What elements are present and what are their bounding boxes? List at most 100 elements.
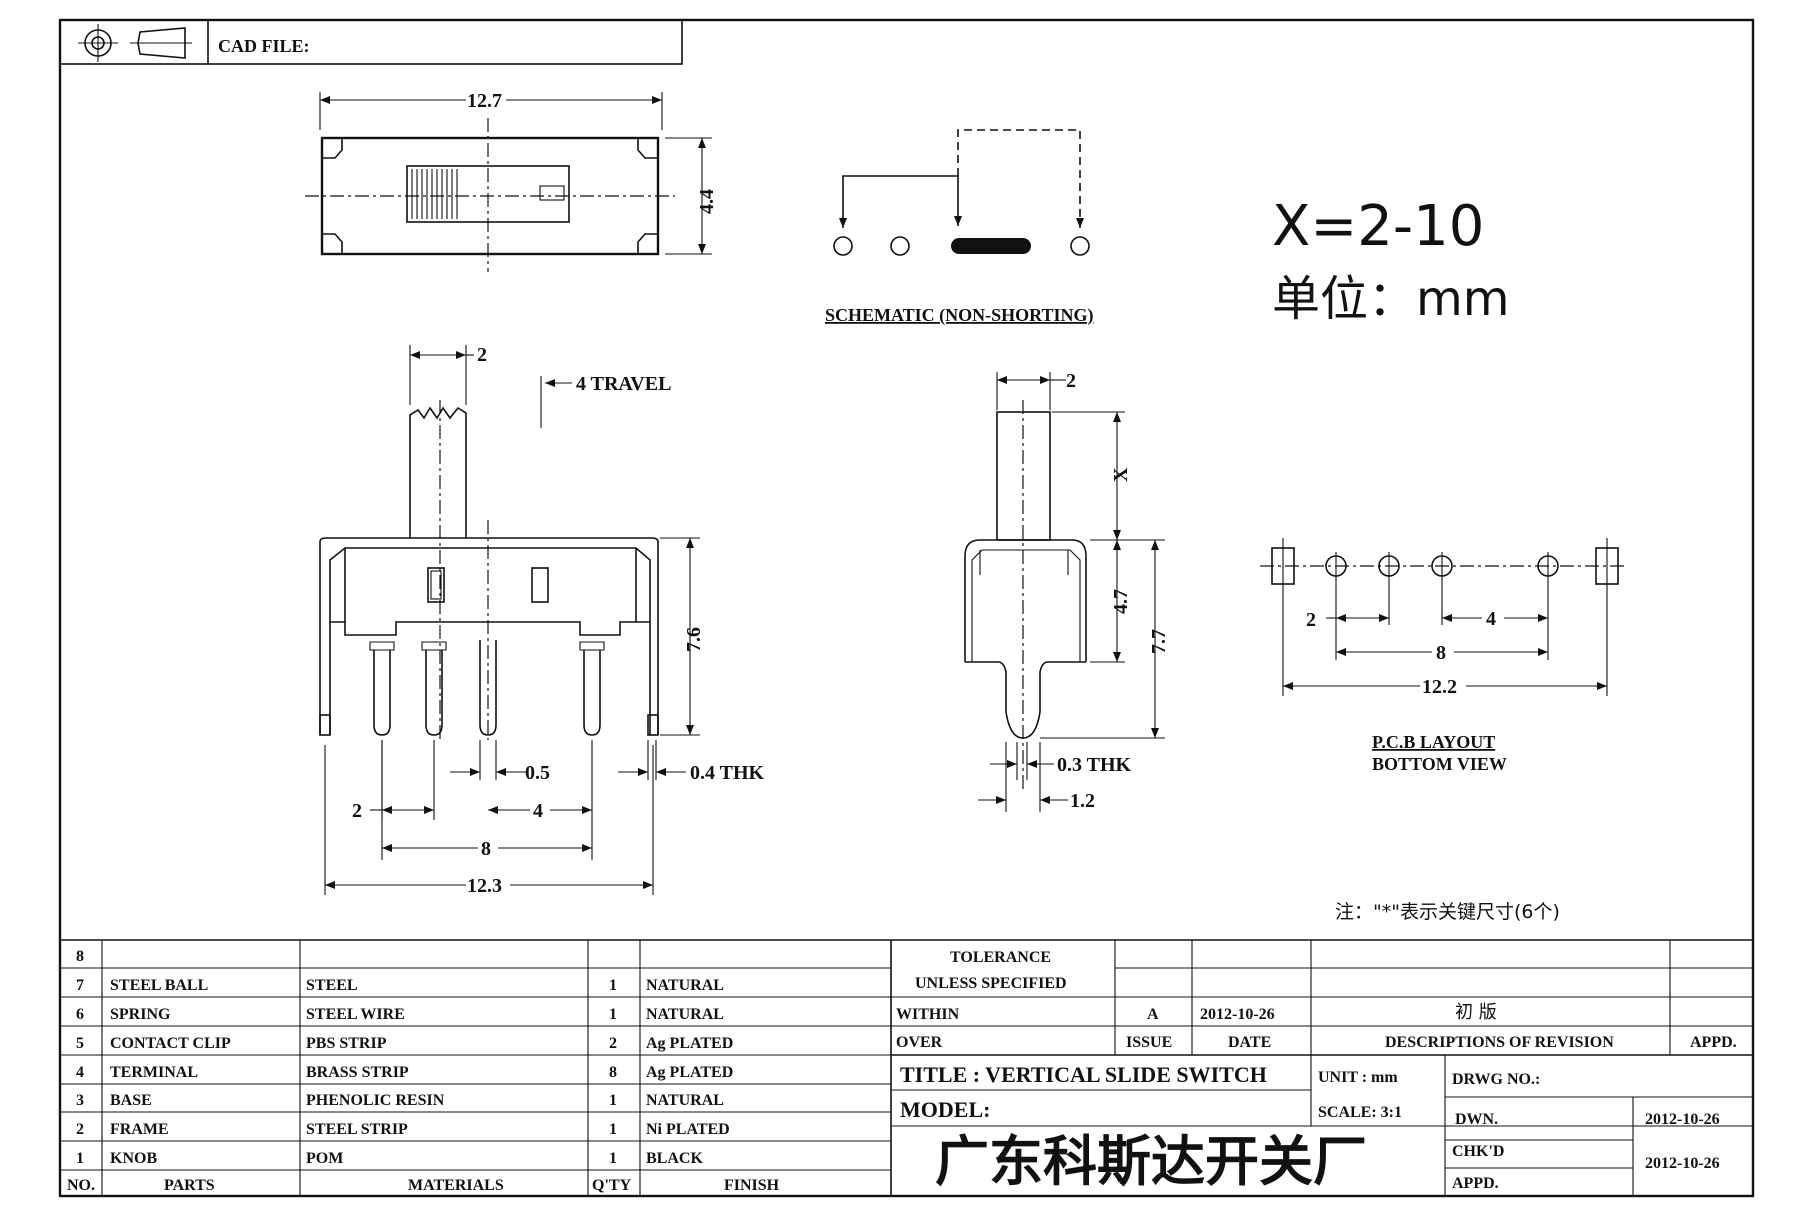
cad-file-label: CAD FILE: (218, 36, 310, 56)
chkd-label: CHK'D (1452, 1143, 1504, 1160)
bom-no: 4 (76, 1064, 84, 1081)
model-label: MODEL: (900, 1097, 990, 1122)
scale-label: SCALE: 3:1 (1318, 1104, 1402, 1121)
front-view: 2 4 TRAVEL 7.6 (319, 344, 765, 897)
bom-col-no: NO. (67, 1177, 95, 1194)
front-pins (369, 640, 605, 736)
pcb-dim-12-2: 12.2 (1422, 676, 1457, 698)
bom-part: STEEL BALL (110, 977, 208, 994)
table-row: 4 TERMINAL BRASS STRIP 8 Ag PLATED (76, 1064, 733, 1081)
bom-material: STEEL (306, 977, 358, 994)
bom-no: 2 (76, 1121, 84, 1138)
front-span8-dim: 8 (481, 838, 491, 860)
table-row: 8 (76, 948, 84, 965)
title-block: TOLERANCE UNLESS SPECIFIED WITHIN OVER A… (896, 949, 1737, 1193)
bom-part: FRAME (110, 1121, 169, 1138)
bom-part: BASE (110, 1092, 152, 1109)
drwg-no-label: DRWG NO.: (1452, 1071, 1540, 1088)
front-actuator-dim: 2 (477, 344, 487, 366)
pcb-dim-2: 2 (1306, 609, 1316, 631)
bom-qty: 1 (609, 1121, 617, 1138)
front-overall-dim: 12.3 (467, 875, 502, 897)
table-row: 2 FRAME STEEL STRIP 1 Ni PLATED (76, 1121, 730, 1138)
key-dims-note: 注："*"表示关键尺寸(6个) (1335, 901, 1560, 923)
within-label: WITHIN (896, 1006, 960, 1023)
bom-qty: 2 (609, 1035, 617, 1052)
header-box: CAD FILE: (59, 19, 683, 65)
pcb-dim-4: 4 (1486, 608, 1496, 630)
bom-col-parts: PARTS (164, 1177, 215, 1194)
pcb-subtitle: BOTTOM VIEW (1372, 754, 1507, 774)
bom-no: 3 (76, 1092, 84, 1109)
bom-col-qty: Q'TY (592, 1177, 632, 1194)
appd2-label: APPD. (1452, 1175, 1499, 1192)
company-name: 广东科斯达开关厂 (935, 1130, 1367, 1193)
appd-label: APPD. (1690, 1034, 1737, 1051)
bom-header: NO. PARTS MATERIALS Q'TY FINISH (67, 1177, 780, 1194)
front-height-dim: 7.6 (683, 627, 705, 652)
unit-note: 单位：mm (1272, 271, 1510, 327)
table-row: 1 KNOB POM 1 BLACK (76, 1150, 703, 1167)
chkd-date: 2012-10-26 (1645, 1155, 1720, 1172)
bom-qty: 1 (609, 1092, 617, 1109)
drawing-title: TITLE : VERTICAL SLIDE SWITCH (900, 1062, 1267, 1087)
side-thk-dim: 0.3 THK (1057, 754, 1132, 776)
bom-material: STEEL STRIP (306, 1121, 408, 1138)
side-x-dim: X (1110, 467, 1132, 482)
over-label: OVER (896, 1034, 943, 1051)
top-height-dim: 4.4 (696, 189, 718, 214)
bom-no: 5 (76, 1035, 84, 1052)
unit-label: UNIT : mm (1318, 1069, 1398, 1086)
revision-desc: 初 版 (1455, 1002, 1497, 1023)
bom-no: 7 (76, 977, 84, 994)
tolerance-label: TOLERANCE (950, 949, 1051, 966)
bom-finish: NATURAL (646, 977, 724, 994)
bom-material: BRASS STRIP (306, 1064, 409, 1081)
bom-finish: Ni PLATED (646, 1121, 730, 1138)
bom-part: TERMINAL (110, 1064, 198, 1081)
bom-col-finish: FINISH (724, 1177, 780, 1194)
bom-qty: 8 (609, 1064, 617, 1081)
bom-finish: Ag PLATED (646, 1064, 733, 1081)
schematic-label: SCHEMATIC (NON-SHORTING) (825, 305, 1094, 326)
top-width-dim: 12.7 (467, 90, 502, 112)
dwn-label: DWN. (1455, 1111, 1498, 1128)
bom-no: 1 (76, 1150, 84, 1167)
revision-issue: A (1147, 1006, 1159, 1023)
side-total-dim: 7.7 (1148, 629, 1170, 654)
issue-label: ISSUE (1126, 1034, 1172, 1051)
bom-part: SPRING (110, 1006, 171, 1023)
bom-material: PBS STRIP (306, 1035, 387, 1052)
pcb-dim-8: 8 (1436, 642, 1446, 664)
side-body-dim: 4.7 (1110, 589, 1132, 614)
dwn-date: 2012-10-26 (1645, 1111, 1720, 1128)
bom-finish: Ag PLATED (646, 1035, 733, 1052)
bom-qty: 1 (609, 977, 617, 994)
front-pitch4-dim: 4 (533, 800, 543, 822)
front-travel-dim: 4 TRAVEL (576, 373, 671, 395)
bom-no: 6 (76, 1006, 84, 1023)
bom-part: CONTACT CLIP (110, 1035, 231, 1052)
table-row: 7 STEEL BALL STEEL 1 NATURAL (76, 977, 724, 994)
front-thk-dim: 0.4 THK (690, 762, 765, 784)
bom-col-materials: MATERIALS (408, 1177, 504, 1194)
table-row: 6 SPRING STEEL WIRE 1 NATURAL (76, 1006, 724, 1023)
bom-finish: NATURAL (646, 1092, 724, 1109)
table-row: 5 CONTACT CLIP PBS STRIP 2 Ag PLATED (76, 1035, 733, 1052)
title-block-grid (60, 939, 1753, 1196)
bom-finish: BLACK (646, 1150, 703, 1167)
unless-specified-label: UNLESS SPECIFIED (915, 975, 1067, 992)
front-pitch2-dim: 2 (352, 800, 362, 822)
schematic: SCHEMATIC (NON-SHORTING) (825, 129, 1094, 326)
bom-part: KNOB (110, 1150, 157, 1167)
bom-qty: 1 (609, 1150, 617, 1167)
desc-of-revision-label: DESCRIPTIONS OF REVISION (1385, 1034, 1614, 1051)
bom-finish: NATURAL (646, 1006, 724, 1023)
pcb-layout: 2 4 8 12.2 P.C.B LAYOUT BOTTOM VIEW (1260, 538, 1628, 774)
bom-material: POM (306, 1150, 343, 1167)
bom-no: 8 (76, 948, 84, 965)
table-row: 3 BASE PHENOLIC RESIN 1 NATURAL (76, 1092, 724, 1109)
bom-material: PHENOLIC RESIN (306, 1092, 445, 1109)
revision-date: 2012-10-26 (1200, 1006, 1275, 1023)
